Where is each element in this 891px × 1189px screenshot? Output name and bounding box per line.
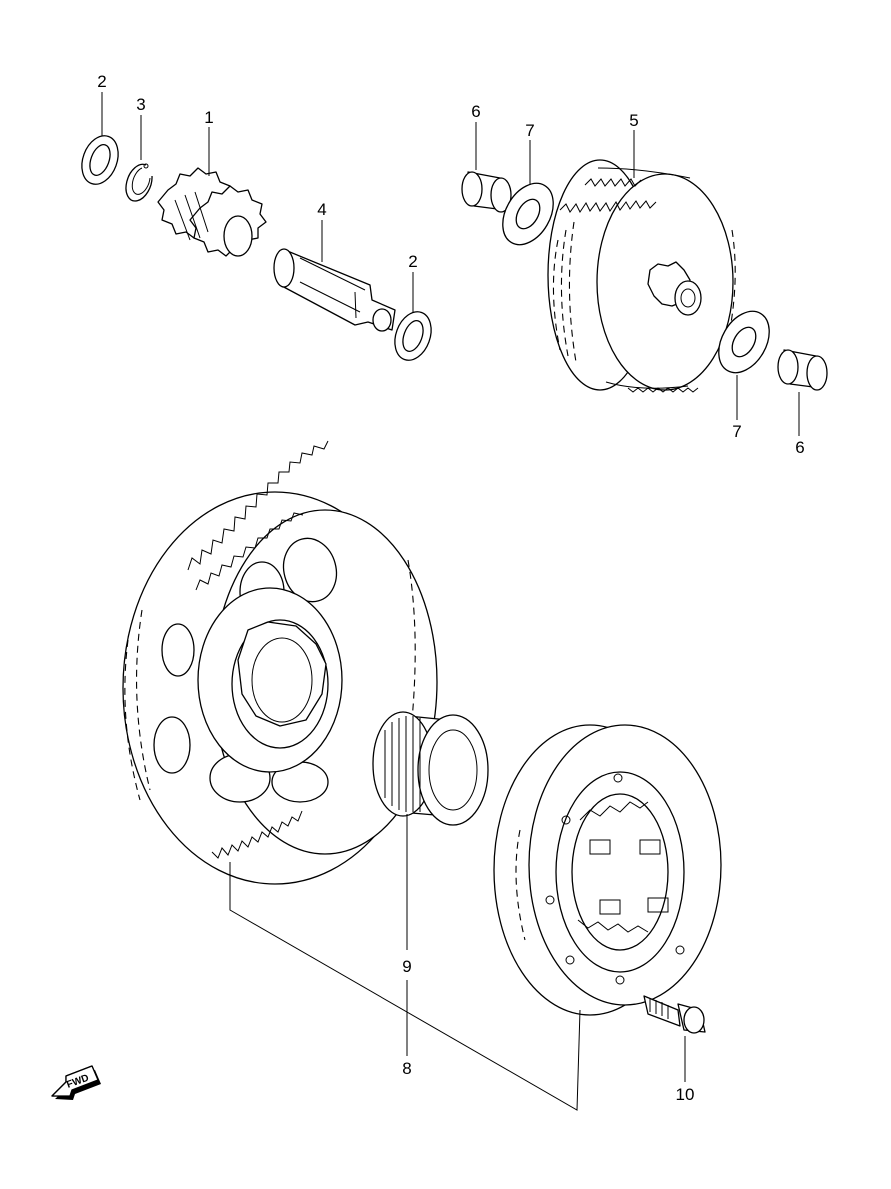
callout-5: 5	[629, 111, 638, 130]
one-way-clutch[interactable]	[493, 724, 722, 1016]
callout-7-lower: 7	[732, 422, 741, 441]
shaft-4[interactable]	[273, 248, 396, 332]
callout-6-upper: 6	[471, 102, 480, 121]
washer-2-lower[interactable]	[388, 307, 437, 366]
callout-3: 3	[136, 95, 145, 114]
gear-1[interactable]	[157, 167, 267, 257]
circlip-3[interactable]	[125, 163, 153, 202]
callout-4: 4	[317, 200, 326, 219]
leader-lines	[101, 92, 800, 1111]
washer-2-upper[interactable]	[75, 131, 124, 190]
washer-7-upper[interactable]	[492, 174, 563, 253]
bushing-6-upper[interactable]	[461, 171, 512, 213]
callout-1: 1	[204, 108, 213, 127]
callout-2-lower: 2	[408, 252, 417, 271]
callout-7-upper: 7	[525, 121, 534, 140]
callout-6-lower: 6	[795, 438, 804, 457]
callout-8: 8	[402, 1059, 411, 1078]
callouts: 2 3 1 4 2 6 7 5 7 6 9 8 10	[97, 72, 804, 1104]
bolt-10[interactable]	[643, 995, 706, 1034]
gear-assembly-5[interactable]	[547, 159, 736, 393]
starter-driven-gear-8[interactable]	[122, 440, 438, 885]
washer-7-lower[interactable]	[708, 302, 779, 381]
callout-9: 9	[402, 957, 411, 976]
needle-bearing-9[interactable]	[372, 711, 489, 826]
forward-arrow-icon: FWD	[51, 1065, 101, 1100]
callout-2-upper: 2	[97, 72, 106, 91]
callout-10: 10	[676, 1085, 695, 1104]
bushing-6-lower[interactable]	[777, 349, 828, 391]
